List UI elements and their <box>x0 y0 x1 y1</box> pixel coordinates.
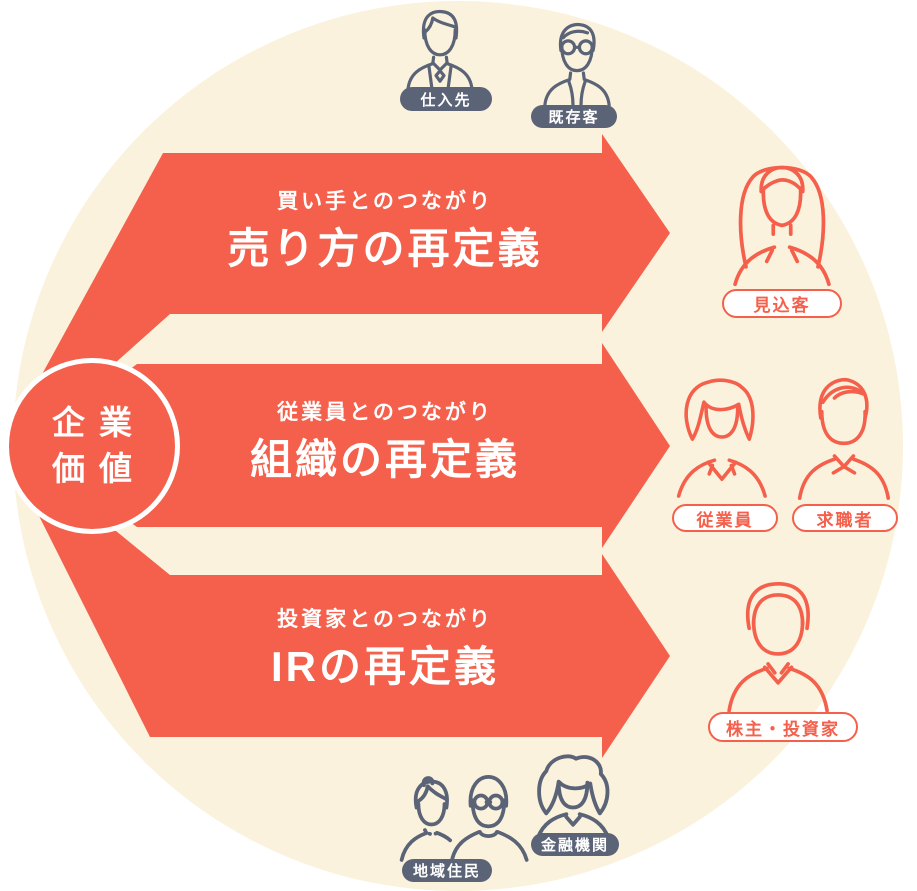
investor-man-icon <box>718 577 846 713</box>
prospect-badge: 見込客 <box>722 289 842 318</box>
corporate-value-circle: 企業 価値 <box>4 358 180 534</box>
supplier-man-icon <box>392 6 488 94</box>
existing-customer-badge: 既存客 <box>531 105 617 128</box>
investor-badge: 株主・投資家 <box>708 712 858 742</box>
jobseeker-man-icon <box>787 373 903 501</box>
residents-couple-icon <box>396 770 536 864</box>
arrow-selling-shape <box>28 134 670 400</box>
corporate-value-line2: 価値 <box>52 450 146 487</box>
arrow-organization-shape <box>75 343 670 548</box>
prospect-woman-icon <box>722 155 842 287</box>
employee-badge: 従業員 <box>672 504 778 532</box>
bank-badge: 金融機関 <box>531 833 619 856</box>
residents-badge: 地域住民 <box>402 859 492 882</box>
jobseeker-badge: 求職者 <box>792 504 898 532</box>
employee-woman-icon <box>666 373 782 501</box>
supplier-badge: 仕入先 <box>400 87 492 111</box>
bank-woman-icon <box>526 752 622 840</box>
arrow-ir-shape <box>28 494 670 758</box>
corporate-value-line1: 企業 <box>52 404 146 441</box>
existing-customer-man-icon <box>529 20 625 110</box>
